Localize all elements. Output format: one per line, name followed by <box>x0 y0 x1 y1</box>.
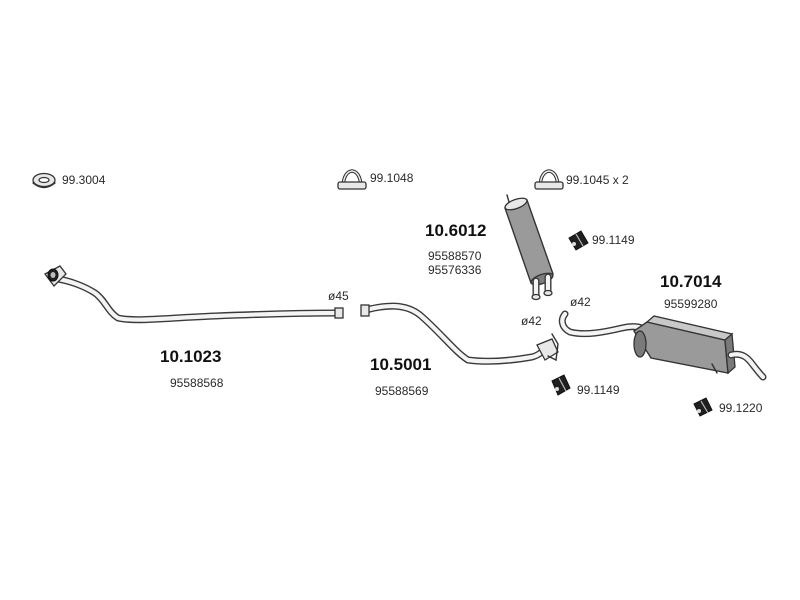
u-clamp-icon <box>534 169 564 190</box>
oe-number: 95599280 <box>664 297 718 311</box>
hanger-code: 99.1149 <box>592 233 635 247</box>
part-number: 10.5001 <box>370 355 432 374</box>
rubber-hanger-icon <box>693 397 713 417</box>
hanger-code: 99.1149 <box>577 383 620 397</box>
part-number: 10.1023 <box>160 347 222 366</box>
gasket-ring-icon <box>32 172 56 189</box>
oe-number: 95588568 <box>170 376 224 390</box>
diameter-label: ø42 <box>521 314 542 328</box>
u-clamp-icon <box>337 169 367 190</box>
front-pipe-drawing <box>44 265 344 324</box>
rear-silencer-drawing <box>558 310 767 381</box>
diameter-label: ø42 <box>570 295 591 309</box>
center-silencer-drawing <box>504 194 554 301</box>
oe-number: 95588570 <box>428 249 482 263</box>
clamp-code: 99.1045 x 2 <box>566 173 629 187</box>
middle-pipe-drawing <box>360 302 559 365</box>
oe-number: 95576336 <box>428 263 482 277</box>
part-number: 10.7014 <box>660 272 722 291</box>
gasket-code: 99.3004 <box>62 173 106 187</box>
oe-number: 95588569 <box>375 384 429 398</box>
diameter-label: ø45 <box>328 289 349 303</box>
hanger-code: 99.1220 <box>719 401 763 415</box>
rubber-hanger-icon <box>551 374 571 396</box>
rubber-hanger-icon <box>568 230 589 251</box>
part-number: 10.6012 <box>425 221 487 240</box>
clamp-code: 99.1048 <box>370 171 414 185</box>
